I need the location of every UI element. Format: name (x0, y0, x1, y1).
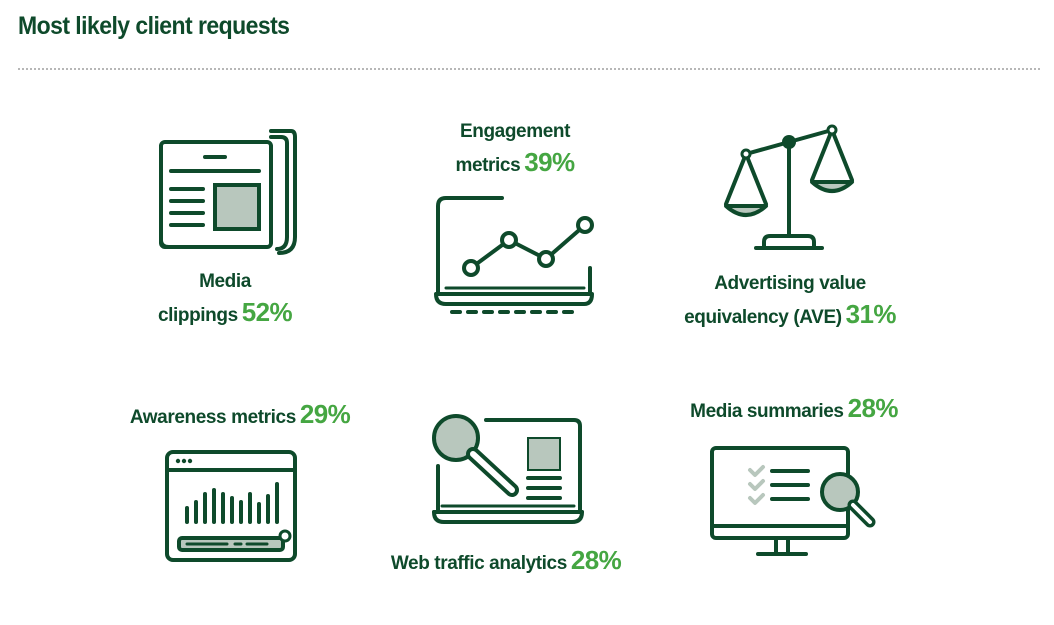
awareness-metrics-line-1: Awareness metrics (129, 407, 296, 428)
monitor-checklist-search-icon (710, 446, 876, 556)
ave-value: 31% (845, 299, 897, 329)
ave-line-2: equivalency (AVE) (684, 307, 842, 328)
browser-bar-chart-icon (165, 450, 297, 562)
media-summaries-value: 28% (847, 393, 899, 423)
engagement-metrics-line-1: Engagement (459, 121, 571, 142)
magnifier-document-icon (432, 414, 584, 524)
ave-label: Advertising value equivalency (AVE)31% (665, 268, 915, 333)
title-divider (18, 68, 1040, 70)
line-chart-icon (434, 196, 594, 314)
newspaper-icon (159, 129, 297, 255)
balance-scale-icon (724, 124, 854, 250)
media-summaries-line-1: Media summaries (690, 401, 844, 422)
web-traffic-analytics-line-1: Web traffic analytics (390, 553, 567, 574)
media-clippings-value: 52% (241, 297, 293, 327)
page-title: Most likely client requests (18, 12, 290, 40)
engagement-metrics-line-2: metrics (455, 155, 521, 176)
engagement-metrics-value: 39% (524, 147, 575, 177)
awareness-metrics-value: 29% (299, 399, 351, 429)
media-clippings-line-1: Media (199, 271, 251, 292)
media-clippings-line-2: clippings (157, 305, 238, 326)
ave-line-1: Advertising value (714, 273, 866, 294)
web-traffic-analytics-value: 28% (570, 545, 622, 575)
